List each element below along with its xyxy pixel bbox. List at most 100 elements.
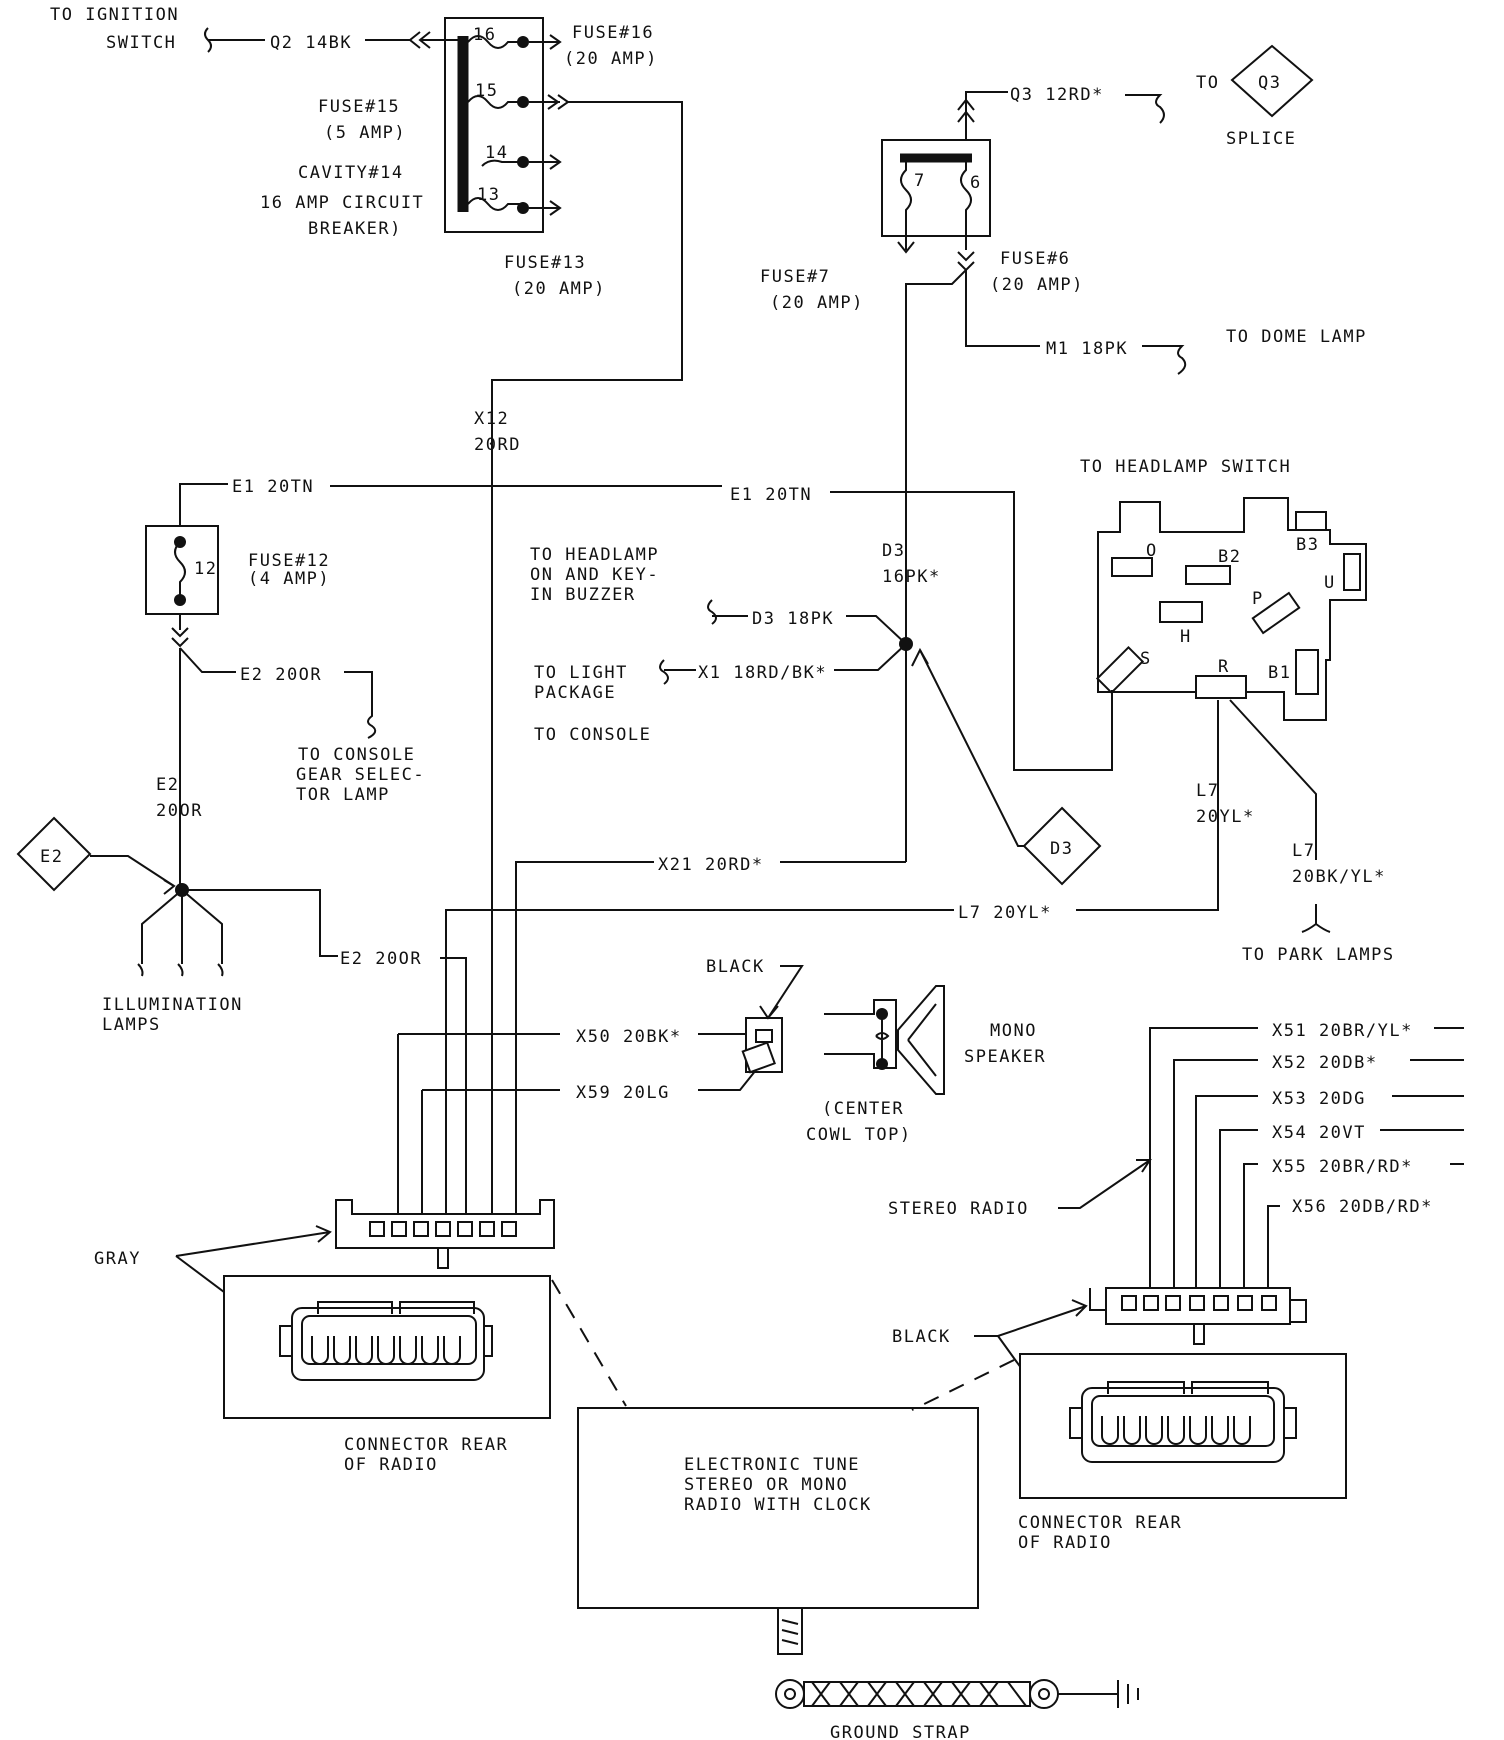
cavity-7-label: 7 [914, 171, 926, 191]
pin-u [1343, 553, 1361, 591]
l7-a-label-2: 20YL* [1196, 807, 1255, 827]
x52-wire [1173, 1059, 1258, 1290]
cavity-14-label-2: 16 AMP CIRCUIT [260, 193, 424, 213]
speaker-cone [897, 985, 945, 1095]
q3-wire-label: Q3 12RD* [1010, 85, 1104, 105]
park-lamps-break [1301, 904, 1331, 933]
d3-diamond-label: D3 [1050, 839, 1073, 859]
ignition-label-1: TO IGNITION [50, 5, 179, 25]
x51-wire [1149, 1027, 1258, 1290]
pin-r-label: R [1218, 657, 1230, 677]
fuse-7-label-1: FUSE#7 [760, 267, 830, 287]
right-connector-dash [911, 1359, 1015, 1411]
e2-connector [171, 614, 189, 648]
gray-connector [335, 1199, 555, 1269]
cavity-14-label: 14 [485, 143, 508, 163]
e2-to-connector [440, 957, 467, 1218]
pin-b3 [1295, 511, 1327, 531]
d3-diamond-wire [919, 649, 1024, 847]
left-connector-dash [551, 1279, 627, 1407]
ground-strap-label: GROUND STRAP [830, 1723, 971, 1740]
pin-h-label: H [1180, 627, 1192, 647]
speaker-plug [824, 999, 897, 1069]
x50-label: X50 20BK* [576, 1027, 682, 1047]
buzzer-label-1: TO HEADLAMP [530, 545, 659, 565]
illumination-label-1: ILLUMINATION [102, 995, 243, 1015]
d3-vert-label-1: D3 [882, 541, 905, 561]
radio-label-2: STEREO OR MONO [684, 1475, 848, 1495]
d3-18pk-wire [846, 615, 907, 645]
fuse-15-label-1: FUSE#15 [318, 97, 400, 117]
pin-h [1159, 601, 1203, 623]
e1-left-label: E1 20TN [232, 477, 314, 497]
e2-diamond [16, 816, 92, 892]
fuse-13-label-1: FUSE#13 [504, 253, 586, 273]
fuse-12-label-1: FUSE#12 [248, 551, 330, 571]
pin-s-label: S [1140, 649, 1152, 669]
stereo-radio-label: STEREO RADIO [888, 1199, 1029, 1219]
headlamp-switch-title: TO HEADLAMP SWITCH [1080, 457, 1291, 477]
fuse-15-element [467, 95, 522, 109]
x59-wire [421, 1089, 560, 1218]
d3-riser [905, 269, 967, 520]
breaker-14-element [481, 159, 522, 167]
light-package-label-2: PACKAGE [534, 683, 616, 703]
fuse-16-element [467, 35, 522, 49]
headlamp-switch: O B2 B3 U P H S R B1 [1095, 497, 1367, 721]
x1-label: X1 18RD/BK* [698, 663, 827, 683]
x56-wire [1267, 1205, 1280, 1290]
cavity-12-label: 12 [194, 559, 217, 579]
left-connector-label-1: CONNECTOR REAR [344, 1435, 508, 1455]
d3-18pk-label: D3 18PK [752, 609, 834, 629]
buzzer-label-3: IN BUZZER [530, 585, 636, 605]
x12-label-1: X12 [474, 409, 509, 429]
pin-b2-label: B2 [1218, 547, 1241, 567]
buzzer-label-2: ON AND KEY- [530, 565, 659, 585]
x21-label: X21 20RD* [658, 855, 764, 875]
black-speaker-label: BLACK [706, 957, 765, 977]
m1-wire [965, 270, 1040, 347]
fuse-6-element [960, 158, 972, 250]
d3-vert-label-2: 16PK* [882, 567, 941, 587]
e2-wire-label: E2 20OR [240, 665, 322, 685]
stereo-radio-arrow [1058, 1159, 1152, 1209]
l7-a-label-1: L7 [1196, 781, 1219, 801]
x54-label: X54 20VT [1272, 1123, 1366, 1143]
q3-wire [1125, 94, 1165, 124]
x54-wire [1219, 1129, 1258, 1290]
black-arrow-1 [974, 1299, 1088, 1337]
pin-o-label: O [1146, 541, 1158, 561]
cavity-13-label: 13 [477, 185, 500, 205]
q2-wire [365, 31, 463, 49]
cavity-16-label: 16 [473, 25, 496, 45]
ignition-break [204, 27, 265, 53]
q3-diamond-label: Q3 [1258, 73, 1281, 93]
pin-b1-label: B1 [1268, 663, 1291, 683]
radio-label-3: RADIO WITH CLOCK [684, 1495, 872, 1515]
pin-b2 [1185, 565, 1231, 585]
fuse-16-label-2: (20 AMP) [564, 49, 658, 69]
e2-diamond-label: E2 [40, 847, 63, 867]
fuse-6-7-block: 7 6 [881, 139, 991, 254]
x55-label: X55 20BR/RD* [1272, 1157, 1413, 1177]
e2-console-wire [344, 671, 377, 739]
e2-vert-label-2: 20OR [156, 801, 203, 821]
pin-p [1251, 591, 1301, 635]
e2-branch [179, 647, 236, 673]
fuse-7-label-2: (20 AMP) [770, 293, 864, 313]
ignition-label-2: SWITCH [106, 33, 176, 53]
x12-wire [491, 101, 683, 1218]
fuse-6-label-1: FUSE#6 [1000, 249, 1070, 269]
left-connector-label-2: OF RADIO [344, 1455, 438, 1475]
x55-wire [1243, 1163, 1258, 1290]
x53-label: X53 20DG [1272, 1089, 1366, 1109]
x51-label: X51 20BR/YL* [1272, 1021, 1413, 1041]
l7-vertical [1076, 700, 1219, 911]
pin-p-label: P [1252, 589, 1264, 609]
pin-b1 [1295, 649, 1319, 695]
cavity-14-label-3: BREAKER) [308, 219, 402, 239]
e2-bottom-wire [182, 889, 338, 957]
console-label: TO CONSOLE [534, 725, 651, 745]
black-speaker-connector [741, 1017, 783, 1074]
